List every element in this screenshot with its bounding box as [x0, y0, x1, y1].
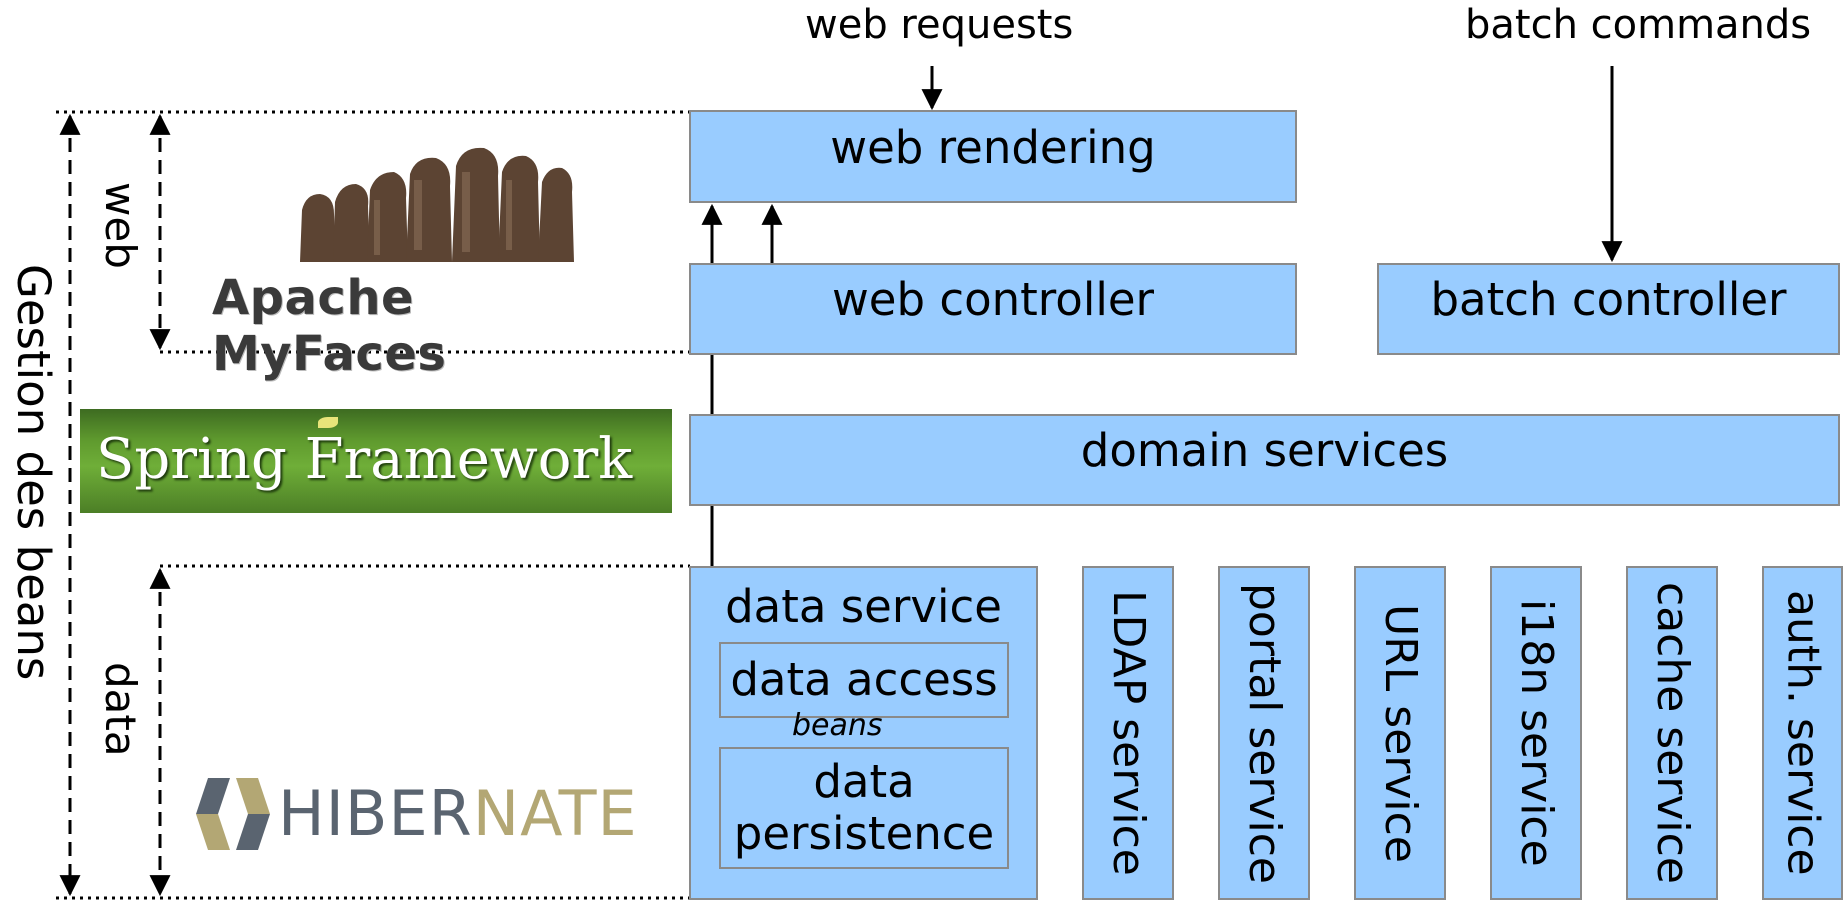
ldap-service-box: LDAP service [1082, 566, 1174, 900]
domain-services-box: domain services [689, 414, 1840, 506]
hibernate-text-hiber: HIBER [278, 777, 473, 850]
web-rendering-label: web rendering [830, 120, 1156, 174]
spring-logo-text: Spring Framework [96, 427, 633, 492]
gestion-des-beans-label: Gestion des beans [7, 264, 60, 681]
i18n-service-box: i18n service [1490, 566, 1582, 900]
myfaces-logo: Apache MyFaces [200, 120, 640, 382]
portal-service-label: portal service [1239, 582, 1291, 884]
cache-service-label: cache service [1647, 582, 1699, 884]
data-access-label: data access [730, 653, 998, 707]
data-persistence-label-line1: data [813, 755, 915, 809]
auth-service-label: auth. service [1777, 590, 1829, 876]
moai-statues-icon [300, 147, 574, 262]
hibernate-text-nate: NATE [472, 777, 638, 850]
portal-service-box: portal service [1218, 566, 1310, 900]
data-layer-label: data [96, 662, 145, 757]
url-service-box: URL service [1354, 566, 1446, 900]
data-access-box: data access [719, 642, 1009, 718]
web-controller-box: web controller [689, 263, 1297, 355]
web-rendering-box: web rendering [689, 110, 1297, 203]
web-requests-label: web requests [805, 2, 1074, 48]
data-persistence-box: data persistence [719, 747, 1009, 869]
web-controller-label: web controller [831, 273, 1155, 327]
leaf-icon [318, 417, 338, 428]
data-service-label: data service [725, 580, 1002, 633]
beans-label: beans [792, 708, 883, 743]
i18n-service-label: i18n service [1511, 599, 1563, 867]
batch-controller-box: batch controller [1377, 263, 1840, 355]
auth-service-box: auth. service [1762, 566, 1843, 900]
domain-services-label: domain services [1080, 424, 1449, 478]
hibernate-logo: HIBERNATE [196, 772, 666, 858]
data-persistence-label-line2: persistence [733, 807, 995, 860]
spring-framework-logo: Spring Framework [80, 409, 672, 513]
hibernate-cube-icon [196, 778, 270, 850]
cache-service-box: cache service [1626, 566, 1718, 900]
url-service-label: URL service [1375, 603, 1427, 863]
batch-controller-label: batch controller [1430, 273, 1787, 327]
hibernate-logo-text: HIBERNATE [278, 778, 638, 850]
batch-commands-label: batch commands [1465, 2, 1812, 48]
web-layer-label: web [96, 182, 145, 269]
ldap-service-label: LDAP service [1103, 590, 1155, 876]
myfaces-logo-text: Apache MyFaces [212, 270, 447, 382]
